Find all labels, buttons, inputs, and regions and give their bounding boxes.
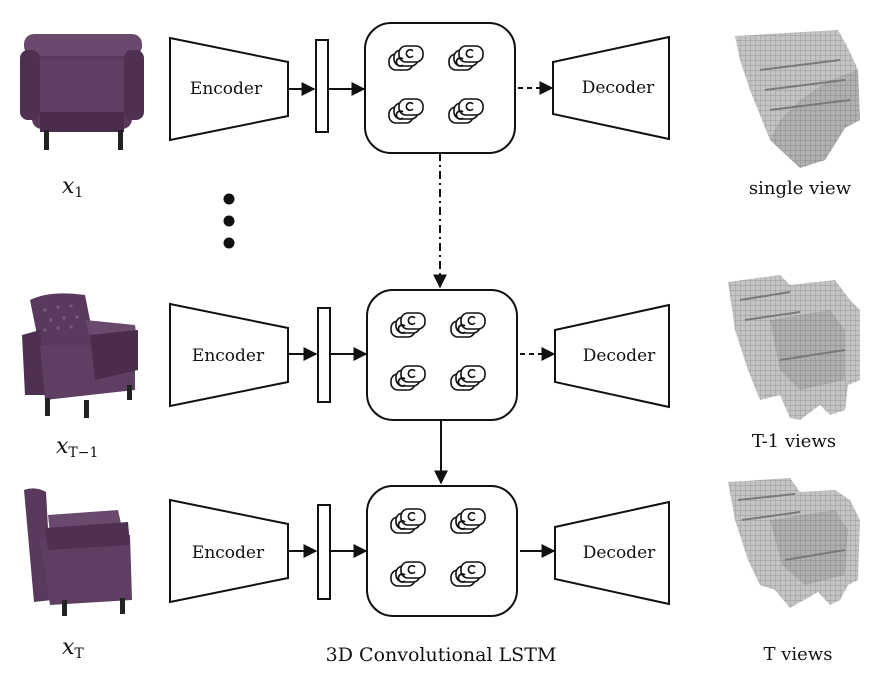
voxel-output-1 bbox=[735, 30, 860, 168]
encoder-label-1: Encoder bbox=[190, 79, 263, 99]
decoder-3 bbox=[554, 500, 670, 606]
encoder-1 bbox=[169, 36, 289, 142]
lstm-grid-1 bbox=[365, 23, 515, 153]
encoder-3 bbox=[169, 498, 289, 604]
lstm-grid-3 bbox=[367, 486, 517, 616]
row-2: xT−1 Encoder Decoder T-1 views bbox=[22, 275, 860, 461]
feature-vector-1 bbox=[315, 39, 329, 133]
input-label-2: xT−1 bbox=[56, 434, 98, 461]
output-caption-1: single view bbox=[749, 178, 852, 199]
voxel-output-2 bbox=[728, 275, 860, 420]
output-caption-2: T-1 views bbox=[752, 431, 836, 452]
output-caption-3: T views bbox=[764, 644, 833, 665]
decoder-2 bbox=[554, 303, 670, 409]
input-image-1 bbox=[20, 34, 144, 150]
lstm-grid-2 bbox=[367, 290, 517, 420]
feature-vector-3 bbox=[317, 504, 331, 600]
lstm-caption: 3D Convolutional LSTM bbox=[326, 644, 557, 666]
row-1: x1 Encoder Decoder single view bbox=[20, 23, 860, 201]
input-image-3 bbox=[24, 488, 132, 616]
encoder-label-3: Encoder bbox=[192, 543, 265, 563]
voxel-output-3 bbox=[728, 478, 860, 608]
input-image-2 bbox=[22, 293, 138, 418]
decoder-1 bbox=[552, 35, 670, 141]
decoder-label-1: Decoder bbox=[582, 78, 655, 98]
encoder-2 bbox=[169, 302, 289, 408]
input-label-3: xT bbox=[62, 635, 84, 662]
decoder-label-2: Decoder bbox=[583, 346, 656, 366]
feature-vector-2 bbox=[317, 307, 331, 403]
encoder-label-2: Encoder bbox=[192, 346, 265, 366]
sequence-ellipsis bbox=[223, 193, 235, 249]
row-3: xT Encoder Decoder T views bbox=[24, 478, 860, 665]
decoder-label-3: Decoder bbox=[583, 543, 656, 563]
input-label-1: x1 bbox=[62, 174, 83, 201]
